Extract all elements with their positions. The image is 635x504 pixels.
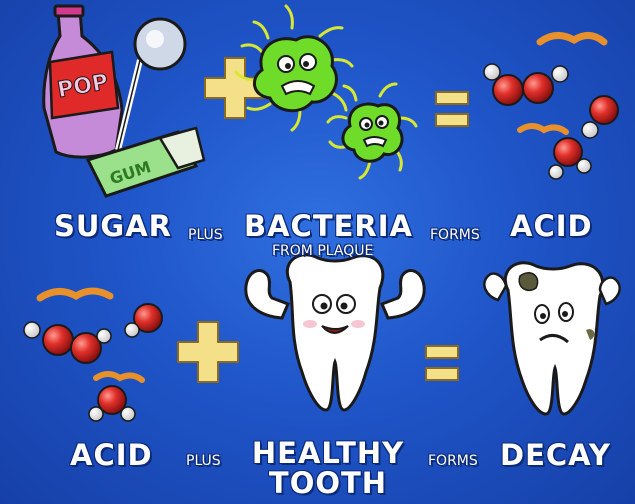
- acid-molecule-icon: [484, 35, 618, 179]
- decayed-tooth-icon: [484, 263, 619, 414]
- result-decay: DECAY: [500, 438, 611, 472]
- plus-sign-icon: [178, 322, 238, 382]
- result-acid: ACID: [510, 209, 593, 243]
- operator-plus: PLUS: [186, 453, 221, 469]
- term-tooth: TOOTH: [248, 466, 408, 500]
- operator-forms: FORMS: [430, 227, 480, 243]
- term-bacteria: BACTERIA: [244, 209, 413, 243]
- lollipop-icon: [118, 19, 185, 150]
- operator-forms: FORMS: [428, 453, 478, 469]
- healthy-tooth-icon: [246, 255, 424, 410]
- equals-sign-icon: [436, 92, 468, 126]
- acid-molecule-icon: [24, 291, 162, 421]
- operator-plus: PLUS: [188, 227, 223, 243]
- term-bacteria-subtitle: FROM PLAQUE: [272, 243, 373, 259]
- bacteria-icon: [236, 6, 352, 130]
- term-sugar: SUGAR: [54, 209, 172, 243]
- equals-sign-icon: [426, 346, 458, 380]
- soda-bottle-icon: POP: [44, 6, 122, 157]
- term-healthy: HEALTHY: [248, 436, 408, 470]
- term-acid: ACID: [70, 438, 153, 472]
